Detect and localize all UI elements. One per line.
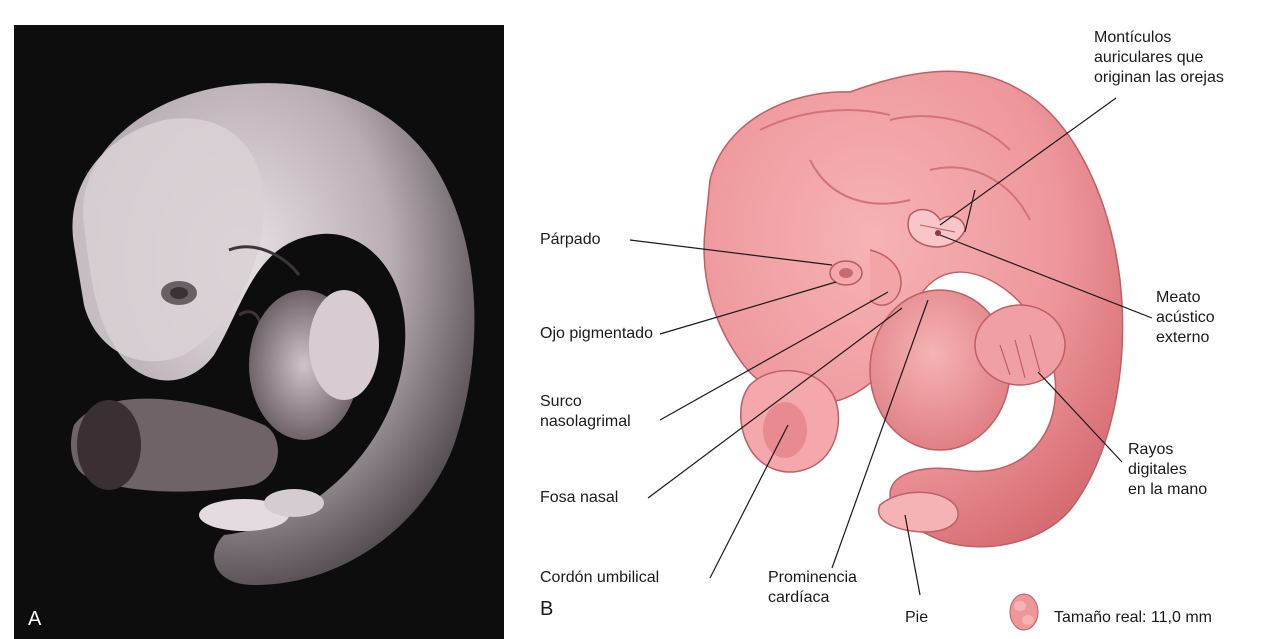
- label-pigmented-eye: Ojo pigmentado: [540, 324, 653, 344]
- panel-letter-b: B: [540, 598, 553, 621]
- label-umbilical-cord: Cordón umbilical: [540, 568, 659, 588]
- label-heart-prominence: Prominencia cardíaca: [768, 568, 857, 608]
- label-external-acoustic-meatus: Meato acústico externo: [1156, 288, 1215, 348]
- embryo-diagram-illustration: [510, 0, 1263, 639]
- panel-letter-a: A: [28, 608, 41, 631]
- label-nasal-pit: Fosa nasal: [540, 488, 618, 508]
- embryo-diagram: Montículos auriculares que originan las …: [510, 0, 1263, 639]
- label-digital-rays: Rayos digitales en la mano: [1128, 440, 1207, 500]
- small-embryo-icon: [1010, 594, 1038, 630]
- hand-plate: [975, 305, 1065, 385]
- label-nasolacrimal-groove: Surco nasolagrimal: [540, 392, 631, 432]
- label-foot: Pie: [905, 608, 928, 628]
- label-auricular-hillocks: Montículos auriculares que originan las …: [1094, 28, 1224, 88]
- label-eyelid: Párpado: [540, 230, 601, 250]
- embryo-photo: A: [14, 25, 504, 639]
- foot: [879, 492, 959, 532]
- label-actual-size: Tamaño real: 11,0 mm: [1054, 608, 1212, 628]
- embryo-photo-illustration: [14, 25, 504, 639]
